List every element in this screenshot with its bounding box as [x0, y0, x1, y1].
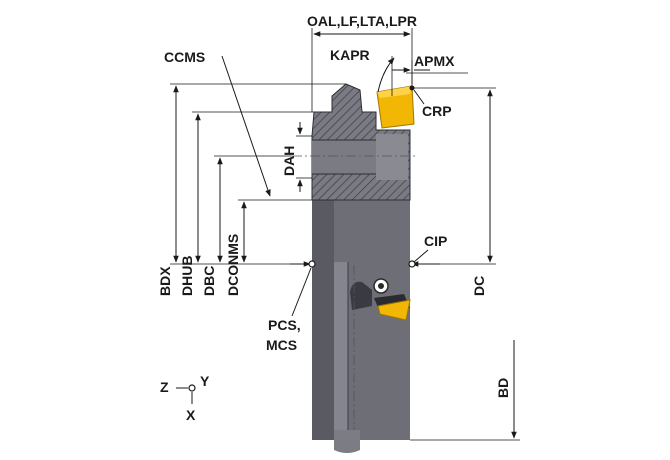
label-kapr: KAPR — [330, 47, 370, 63]
pcs-mcs-leader: PCS, MCS — [266, 260, 316, 353]
label-axis-x: X — [186, 407, 196, 423]
label-ccms: CCMS — [164, 49, 205, 65]
label-dconms: DCONMS — [225, 234, 241, 296]
lower-insert — [377, 299, 411, 321]
label-bdx: BDX — [157, 266, 173, 296]
dbc-dimension: DBC — [201, 155, 292, 296]
label-oal: OAL,LF,LTA,LPR — [307, 13, 417, 29]
label-mcs: MCS — [266, 337, 297, 353]
label-dah: DAH — [281, 146, 297, 176]
label-pcs: PCS, — [268, 317, 301, 333]
dah-dimension: DAH — [281, 122, 312, 192]
kapr-indicator: KAPR — [330, 47, 395, 96]
label-axis-y: Y — [200, 373, 210, 389]
bdx-dimension: BDX — [157, 83, 346, 296]
dhub-dimension: DHUB — [179, 111, 314, 296]
label-axis-z: Z — [160, 379, 169, 395]
lower-insert-assembly — [350, 278, 411, 321]
label-dhub: DHUB — [179, 256, 195, 296]
apmx-dimension: APMX — [392, 53, 468, 84]
cip-leader: CIP — [408, 233, 447, 268]
label-cip: CIP — [424, 233, 447, 249]
label-bd: BD — [495, 378, 511, 398]
body-flange — [312, 200, 334, 440]
dc-dimension: DC — [412, 87, 496, 296]
coordinate-system: Z Y X — [160, 373, 210, 423]
label-dbc: DBC — [201, 266, 217, 296]
hub-counterbore — [376, 134, 408, 180]
origin-icon — [188, 384, 196, 392]
label-dc: DC — [471, 276, 487, 296]
cip-point-icon — [408, 260, 416, 268]
body-front-plate — [334, 262, 348, 442]
crp-leader: CRP — [409, 85, 452, 119]
ccms-leader: CCMS — [164, 49, 271, 197]
hub-bore — [312, 140, 376, 174]
label-crp: CRP — [422, 103, 452, 119]
body-bottom-tab — [334, 430, 360, 453]
dconms-dimension: DCONMS — [225, 199, 312, 296]
label-apmx: APMX — [414, 53, 455, 69]
pcs-point-icon — [308, 260, 316, 268]
cutter-body — [311, 83, 415, 453]
bd-dimension: BD — [410, 340, 520, 441]
